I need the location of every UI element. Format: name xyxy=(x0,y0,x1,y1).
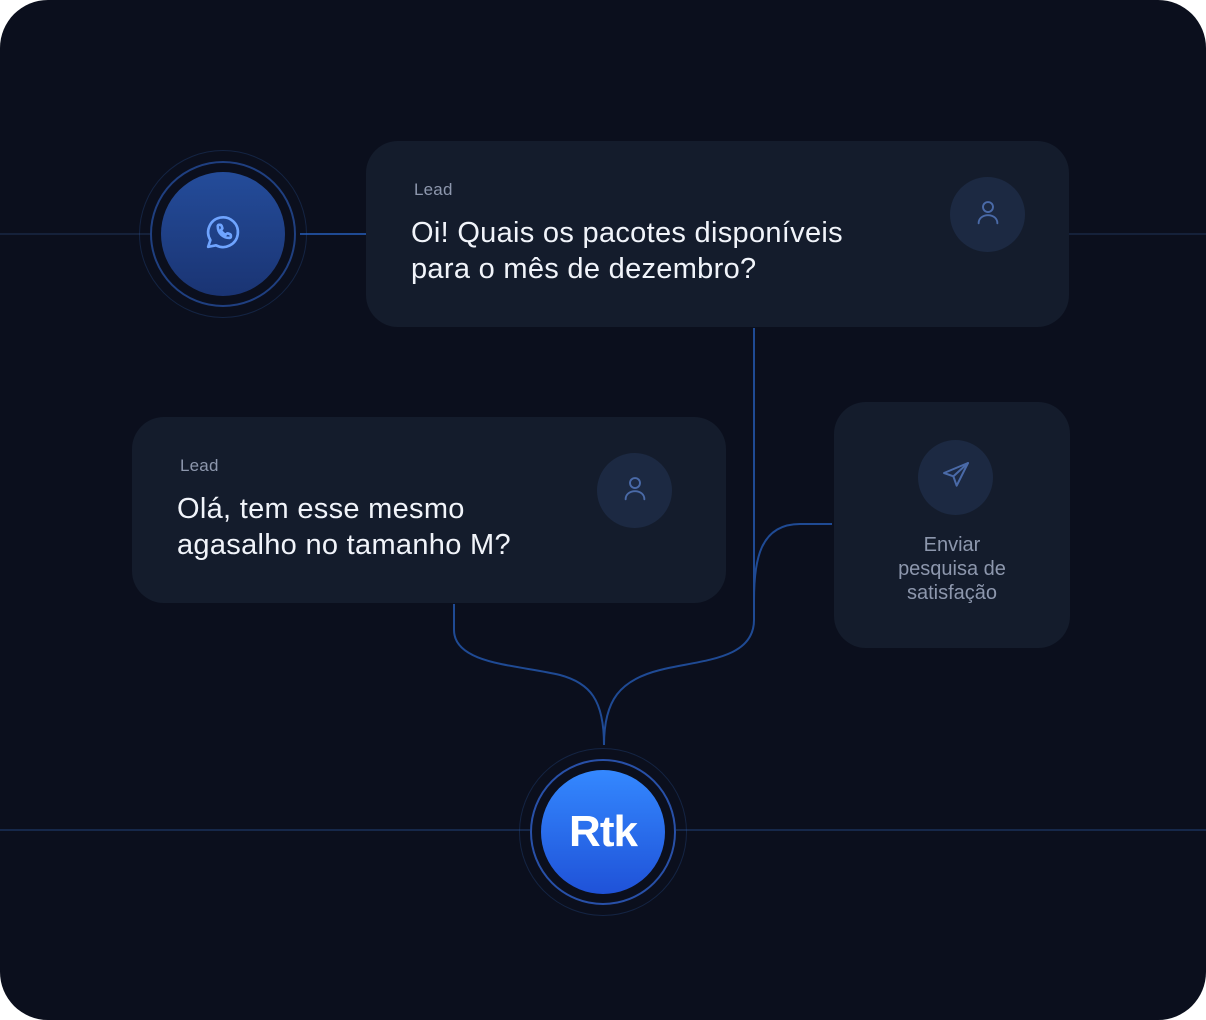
action-label-line-3: satisfação xyxy=(906,582,998,604)
whatsapp-node-halo xyxy=(139,150,307,318)
message-line-1: Olá, tem esse mesmo xyxy=(177,493,465,525)
message-text: Oi! Quais os pacotes disponíveis para o … xyxy=(411,215,843,287)
action-card-survey[interactable]: Enviar pesquisa de satisfação xyxy=(834,402,1070,648)
hub-node-ring xyxy=(530,759,676,905)
top-card-to-hub-line xyxy=(603,328,755,746)
whatsapp-node-ring xyxy=(150,161,296,307)
avatar xyxy=(950,177,1025,252)
message-line-2: agasalho no tamanho M? xyxy=(177,529,511,561)
user-icon xyxy=(620,473,650,508)
action-label-line-2: pesquisa de xyxy=(898,558,1006,580)
whatsapp-icon xyxy=(202,211,244,258)
message-card-2[interactable]: Lead Olá, tem esse mesmo agasalho no tam… xyxy=(132,417,726,603)
message-line-1: Oi! Quais os pacotes disponíveis xyxy=(411,217,843,249)
branch-to-action-line xyxy=(753,523,832,601)
action-icon-wrap xyxy=(918,440,993,515)
sender-label: Lead xyxy=(180,456,219,475)
whatsapp-node[interactable] xyxy=(161,172,285,296)
message-text: Olá, tem esse mesmo agasalho no tamanho … xyxy=(177,491,511,563)
message-card-1[interactable]: Lead Oi! Quais os pacotes disponíveis pa… xyxy=(366,141,1069,327)
action-label: Enviar pesquisa de satisfação xyxy=(834,533,1070,605)
hub-node-halo xyxy=(519,748,687,916)
message-line-2: para o mês de dezembro? xyxy=(411,253,757,285)
rtk-logo: Rtk xyxy=(569,807,638,856)
second-card-to-hub-line xyxy=(453,604,605,746)
send-icon xyxy=(940,459,972,496)
user-icon xyxy=(973,197,1003,232)
rtk-hub-node[interactable]: Rtk xyxy=(541,770,665,894)
sender-label: Lead xyxy=(414,180,453,199)
avatar xyxy=(597,453,672,528)
action-label-line-1: Enviar xyxy=(923,534,981,556)
